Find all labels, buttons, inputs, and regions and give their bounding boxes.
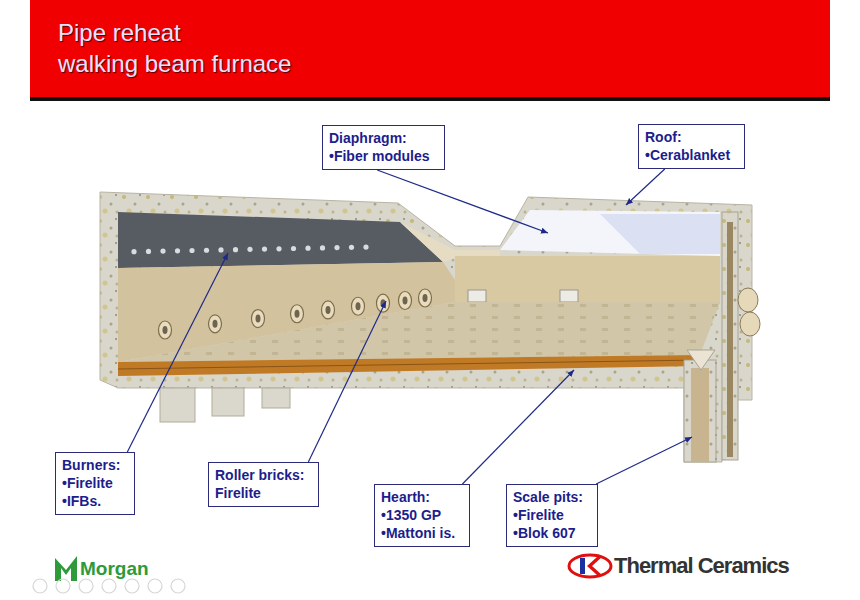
callout-item: •IFBs. — [62, 492, 120, 510]
peep-hole — [305, 246, 310, 251]
peep-hole — [189, 248, 194, 253]
peep-hole — [276, 246, 281, 251]
back-wall — [455, 256, 720, 304]
callout-item: •Fiber modules — [329, 147, 430, 165]
slide-title: Pipe reheat walking beam furnace — [58, 17, 291, 79]
burner-core — [256, 315, 261, 323]
furnace-shell — [100, 192, 752, 462]
peep-hole — [262, 246, 267, 251]
peep-hole — [146, 249, 151, 254]
wall-window — [468, 290, 486, 302]
burner-core — [163, 326, 168, 334]
hearth-edge — [118, 355, 700, 376]
burner-port — [159, 321, 172, 339]
roof-face — [600, 214, 720, 254]
callout-item: •Blok 607 — [513, 524, 583, 542]
callout-item: •Cerablanket — [645, 146, 730, 164]
burner-port — [322, 301, 335, 319]
end-wall — [722, 212, 738, 460]
burner-port — [419, 289, 432, 307]
peep-hole — [204, 248, 209, 253]
hearth-floor — [118, 302, 720, 362]
callout-heading: Burners: — [62, 456, 120, 474]
callout-box: Diaphragm:•Fiber modules — [322, 125, 445, 170]
callout-box: Scale pits:•Firelite•Blok 607 — [506, 484, 598, 547]
brand-logo-text: Thermal Ceramics — [614, 553, 789, 579]
leader-line — [626, 169, 665, 205]
support-leg — [212, 388, 244, 416]
wall-window — [560, 290, 578, 302]
burner-core — [295, 310, 300, 318]
tc-logo-chevron — [587, 557, 602, 575]
hearth-edge-line — [118, 360, 700, 369]
roof-underside — [500, 210, 720, 256]
burner-port — [252, 310, 265, 328]
burner-port — [352, 297, 365, 315]
scale-pit-lining — [691, 368, 709, 462]
leader-line — [127, 253, 228, 452]
callout-heading: Diaphragm: — [329, 129, 430, 147]
callout-item: •Firelite — [62, 474, 120, 492]
leader-line — [462, 370, 574, 484]
burner-port — [377, 294, 390, 312]
brand-logo-text: Morgan — [80, 558, 149, 580]
burner-core — [213, 320, 218, 328]
peep-hole — [218, 247, 223, 252]
callout-item: •1350 GP — [381, 506, 455, 524]
callout-box: Roller bricks:Firelite — [208, 462, 319, 507]
end-burner — [738, 288, 758, 312]
peep-hole — [175, 248, 180, 253]
burner-port — [291, 305, 304, 323]
callout-box: Roof:•Cerablanket — [638, 124, 745, 169]
morgan-mark — [55, 556, 77, 581]
support-leg — [262, 388, 290, 408]
peep-hole — [131, 249, 136, 254]
peep-hole — [247, 247, 252, 252]
peep-hole — [349, 245, 354, 250]
peep-hole — [320, 245, 325, 250]
leader-line — [596, 437, 692, 484]
nav-icons — [33, 579, 185, 593]
callout-item: •Mattoni is. — [381, 524, 455, 542]
peep-hole — [233, 247, 238, 252]
callout-item: Firelite — [215, 484, 304, 502]
burner-port — [399, 291, 412, 309]
peep-hole — [334, 245, 339, 250]
callout-heading: Scale pits: — [513, 488, 583, 506]
leader-line — [308, 301, 386, 462]
support-leg — [160, 388, 195, 422]
callout-box: Hearth:•1350 GP•Mattoni is. — [374, 484, 470, 547]
leader-line — [377, 170, 548, 233]
peep-hole — [291, 246, 296, 251]
end-wall-lining — [727, 222, 733, 457]
burner-port — [209, 315, 222, 333]
end-burner — [740, 312, 760, 336]
callout-item: •Firelite — [513, 506, 583, 524]
burner-core — [356, 302, 361, 310]
burner-wall-upper — [118, 212, 443, 268]
peep-hole — [160, 249, 165, 254]
burner-core — [403, 296, 408, 304]
scale-pit — [684, 360, 716, 462]
peep-hole — [363, 244, 368, 249]
title-bar — [30, 0, 830, 97]
title-rule — [30, 97, 830, 101]
tc-logo-bar — [580, 558, 585, 574]
callout-heading: Roof: — [645, 128, 730, 146]
callout-heading: Roller bricks: — [215, 466, 304, 484]
callout-heading: Hearth: — [381, 488, 455, 506]
burner-core — [326, 306, 331, 314]
callout-box: Burners:•Firelite•IFBs. — [55, 452, 135, 515]
burner-core — [423, 294, 428, 302]
tc-logo-ring — [569, 555, 611, 577]
scale-pit-funnel — [687, 350, 715, 370]
